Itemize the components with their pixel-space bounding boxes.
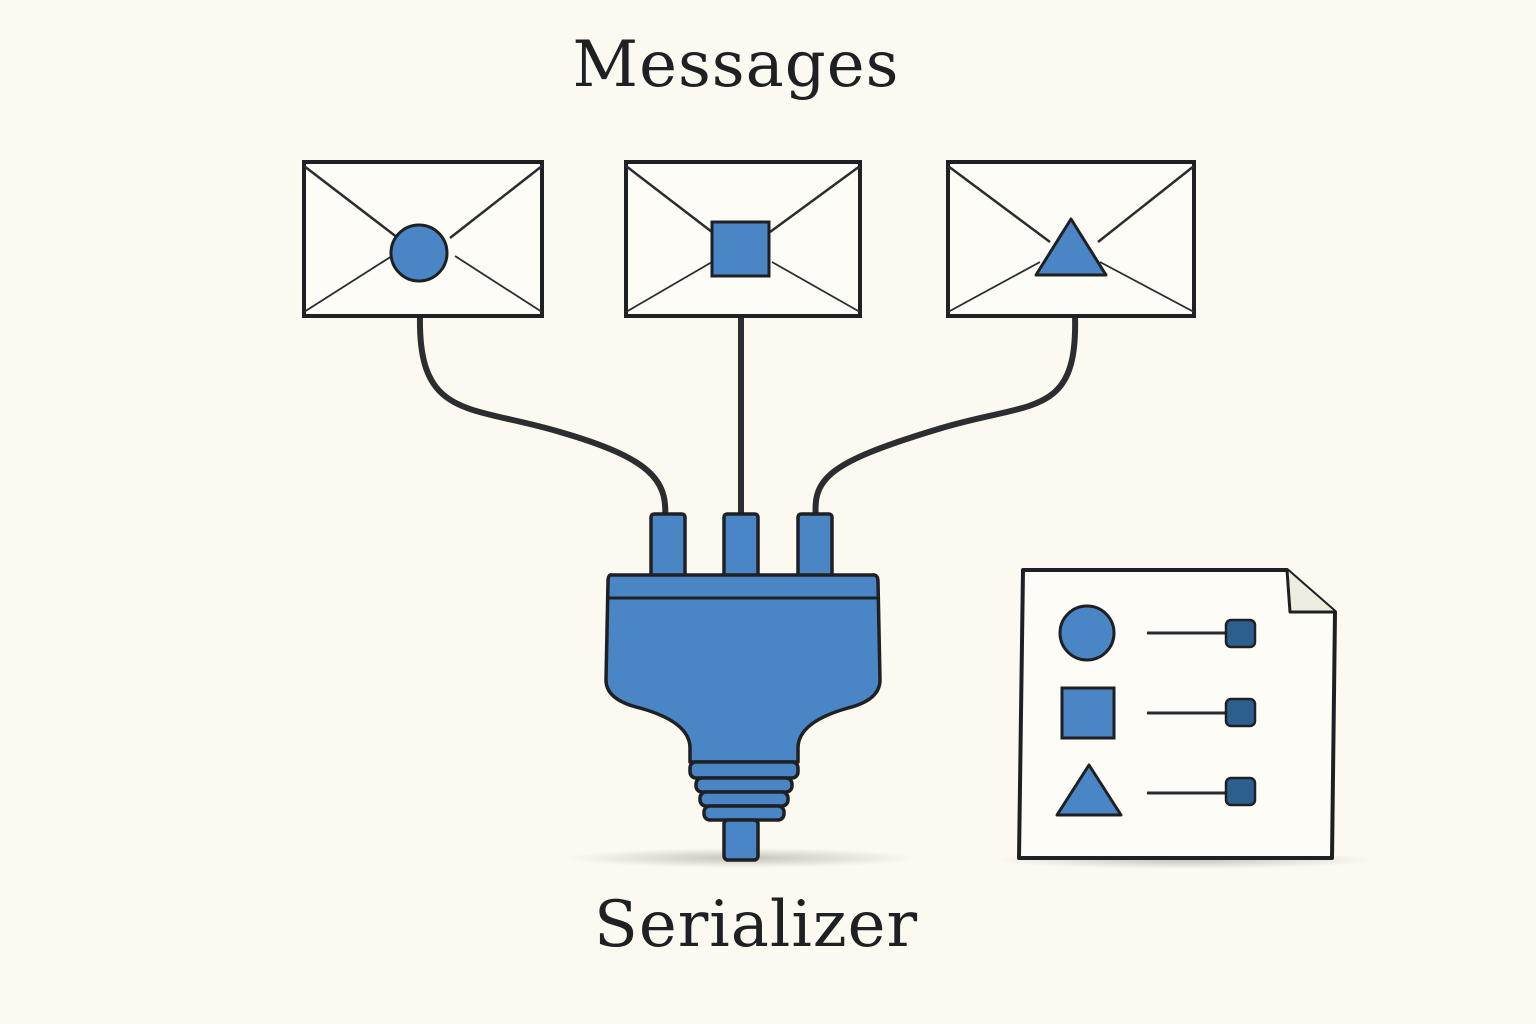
plug-ridge-2 <box>694 776 794 794</box>
plug-prong-right <box>796 512 834 580</box>
cable-right <box>812 313 1079 521</box>
document-row-triangle <box>1055 763 1257 817</box>
plug-body <box>604 573 882 764</box>
cable-left <box>416 313 669 521</box>
cables <box>416 313 1079 521</box>
messages-title: Messages <box>572 28 900 102</box>
schema-document <box>1017 568 1337 860</box>
document-row-circle <box>1058 604 1257 662</box>
circle-icon <box>1058 604 1116 662</box>
circle-icon <box>389 223 449 283</box>
triangle-icon <box>1055 763 1123 817</box>
plug-prong-left <box>649 512 687 580</box>
plug-tail <box>722 818 760 862</box>
plug-ridge-3 <box>698 790 790 808</box>
square-icon <box>1060 686 1116 740</box>
square-icon <box>710 220 771 278</box>
plug-ridge-1 <box>688 760 800 780</box>
plug-prong-middle <box>722 512 760 580</box>
connector-node <box>1224 618 1257 649</box>
triangle-icon <box>1034 217 1108 277</box>
plug-ridge-4 <box>702 804 786 822</box>
serializer-plug <box>604 512 882 862</box>
message-envelope-triangle <box>946 160 1196 318</box>
message-envelope-square <box>624 160 862 318</box>
document-row-square <box>1060 686 1257 740</box>
connector-node <box>1224 776 1257 807</box>
connector-node <box>1224 697 1257 728</box>
message-envelope-circle <box>302 160 544 318</box>
serializer-title: Serializer <box>593 888 919 962</box>
document-fold <box>1285 569 1335 614</box>
